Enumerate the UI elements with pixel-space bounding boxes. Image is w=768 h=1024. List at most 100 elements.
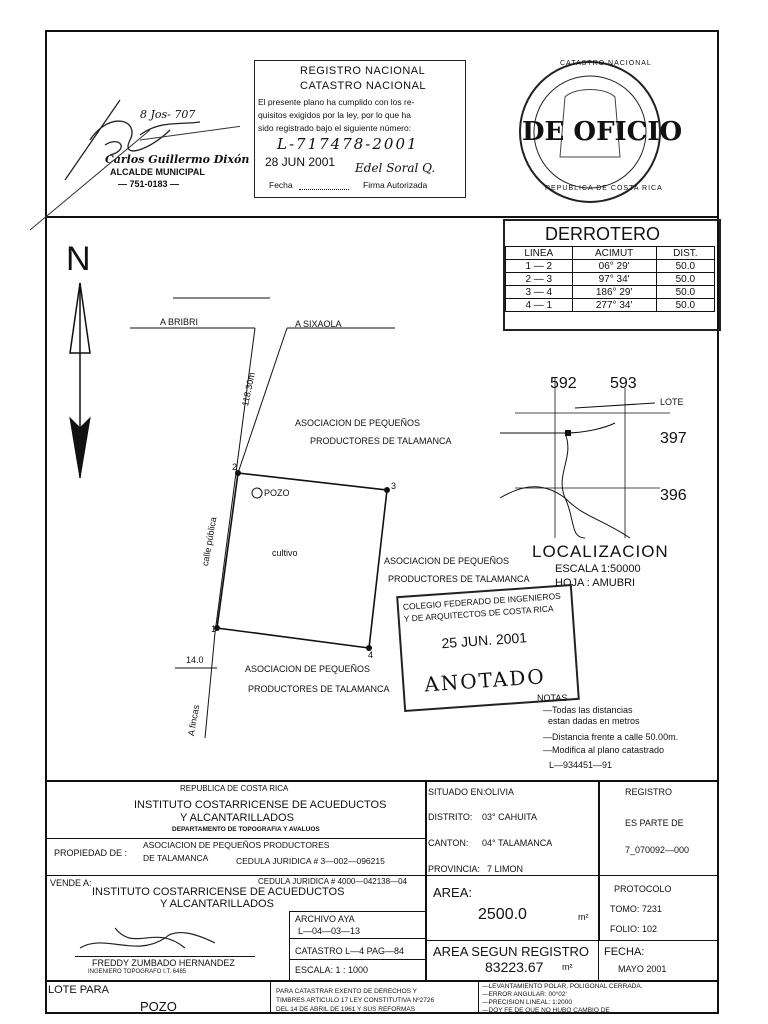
- lote-label: LOTE: [660, 397, 684, 407]
- neighbor-bottom-line2: PRODUCTORES DE TALAMANCA: [248, 684, 390, 694]
- comprador-line2: Y ALCANTARILLADOS: [160, 898, 274, 910]
- distrito-value: 03° CAHUITA: [482, 812, 537, 822]
- notes-title: NOTAS: [537, 693, 568, 703]
- derrotero-frame: [503, 219, 721, 331]
- seal-bottom-text: REPUBLICA DE COSTA RICA: [545, 185, 663, 192]
- situado-label: SITUADO EN:: [428, 787, 486, 797]
- area-registro-unit: m²: [562, 962, 573, 972]
- area-registro-value: 83223.67: [485, 959, 544, 975]
- location-sheet: HOJA : AMUBRI: [555, 577, 636, 589]
- registry-text-2: quisitos exigidos por la ley, por lo que…: [258, 110, 411, 120]
- tb-divider-v1: [425, 780, 427, 980]
- signature-scribble: 8 Jos- 707: [140, 108, 196, 121]
- mayor-phone: — 751-0183 —: [118, 179, 180, 189]
- tb-divider-h2: [45, 875, 719, 876]
- note-2: —Distancia frente a calle 50.00m.: [543, 732, 679, 742]
- protocolo-label: PROTOCOLO: [614, 884, 672, 894]
- departamento-label: DEPARTAMENTO DE TOPOGRAFIA Y AVALUOS: [172, 826, 320, 833]
- instituto-line1: INSTITUTO COSTARRICENSE DE ACUEDUCTOS: [134, 799, 387, 811]
- registry-number: L-717478-2001: [277, 135, 419, 153]
- cadastre-title: CATASTRO NACIONAL: [300, 80, 427, 92]
- row-linea: 4 — 1: [505, 298, 573, 312]
- property-plan-drawing: [69, 282, 670, 739]
- fecha-value: MAYO 2001: [618, 964, 667, 974]
- vertex-3-label: 3: [391, 481, 397, 491]
- registry-text-1: El presente plano ha cumplido con los re…: [258, 97, 415, 107]
- escala-value: ESCALA: 1 : 1000: [295, 965, 369, 975]
- registry-stamp: REGISTRO NACIONAL CATASTRO NACIONAL El p…: [254, 60, 466, 198]
- area-label: AREA:: [433, 885, 473, 900]
- catastro-ref: CATASTRO L—4 PAG—84: [295, 946, 405, 956]
- neighbor-bottom-line1: ASOCIACION DE PEQUEÑOS: [245, 664, 371, 674]
- cedula-owner: CEDULA JURIDICA # 3—002—096215: [236, 856, 385, 866]
- propiedad-label: PROPIEDAD DE :: [54, 848, 128, 858]
- firma-label: Firma Autorizada: [363, 180, 428, 190]
- tb-divider-v5: [270, 980, 271, 1014]
- neighbor-top-line2: PRODUCTORES DE TALAMANCA: [310, 436, 452, 446]
- engineer-name: FREDDY ZUMBADO HERNANDEZ: [92, 958, 235, 968]
- tb-divider-h4: [289, 938, 425, 939]
- republica-label: REPUBLICA DE COSTA RICA: [180, 784, 289, 793]
- legal-line1: PARA CATASTRAR EXENTO DE DERECHOS Y: [276, 988, 417, 995]
- tb-divider-h1: [45, 838, 425, 839]
- location-scale: ESCALA 1:50000: [555, 563, 641, 575]
- engineer-signature-line: [75, 956, 255, 957]
- note-3b: L—934451—91: [549, 760, 613, 770]
- seal-top-text: CATASTRO NACIONAL: [560, 60, 652, 67]
- tb-divider-h5: [289, 959, 425, 960]
- registry-title: REGISTRO NACIONAL: [300, 65, 426, 77]
- legal-line3: DEL 14 DE ABRIL DE 1961 Y SUS REFORMAS: [276, 1006, 416, 1013]
- grid-593: 593: [610, 375, 637, 392]
- road-bribri-label: A BRIBRI: [160, 317, 199, 327]
- area-value: 2500.0: [478, 906, 527, 923]
- lote-para-label: LOTE PARA: [48, 984, 109, 996]
- area-unit: m²: [578, 912, 589, 922]
- area-registro-label: AREA SEGUN REGISTRO: [433, 944, 590, 959]
- seal-center-text: DE OFICIO: [522, 117, 683, 147]
- neighbor-top-line1: ASOCIACION DE PEQUEÑOS: [295, 418, 421, 428]
- vertex-2-label: 2: [232, 462, 238, 472]
- registro-value: 7_070092—000: [625, 845, 690, 855]
- canton-value: 04° TALAMANCA: [482, 838, 553, 848]
- tb-divider-h6: [425, 940, 719, 941]
- title-block-divider: [45, 780, 719, 782]
- registry-date: 28 JUN 2001: [265, 155, 336, 169]
- note-1b: estan dadas en metros: [548, 716, 640, 726]
- tech-line2: —ERROR ANGULAR: 00°02': [482, 991, 567, 998]
- fecha-label: Fecha: [269, 180, 293, 190]
- vertex-1-label: 1: [211, 624, 217, 634]
- header-divider: [45, 216, 719, 218]
- fecha-dotted-line: [299, 189, 349, 190]
- folio-value: FOLIO: 102: [610, 924, 658, 934]
- mayor-role: ALCALDE MUNICIPAL: [110, 167, 205, 177]
- anotado-text: ANOTADO: [423, 664, 547, 697]
- tb-divider-v3: [289, 911, 290, 981]
- table-row: 3 — 4 186° 29' 50.0: [505, 285, 716, 299]
- provincia-label: PROVINCIA:: [428, 864, 481, 874]
- propiedad-line2: DE TALAMANCA: [143, 853, 209, 863]
- college-date: 25 JUN. 2001: [440, 629, 528, 652]
- grid-396: 396: [660, 487, 687, 504]
- seal-circle: [519, 61, 661, 203]
- margin-slash-line: [29, 125, 240, 231]
- registro-label: REGISTRO: [625, 787, 673, 797]
- pozo-label: POZO: [264, 488, 290, 498]
- situado-value: OLIVIA: [485, 787, 515, 797]
- propiedad-line1: ASOCIACION DE PEQUEÑOS PRODUCTORES: [143, 840, 330, 850]
- registry-text-3: sido registrado bajo el siguiente número…: [258, 123, 412, 133]
- registro-parte: ES PARTE DE: [625, 818, 684, 828]
- engineer-signature: [79, 927, 216, 949]
- fecha-label-tb: FECHA:: [604, 946, 645, 958]
- vertex-4-label: 4: [368, 650, 374, 660]
- tb-divider-v6: [478, 980, 479, 1014]
- neighbor-right-line2: PRODUCTORES DE TALAMANCA: [388, 574, 530, 584]
- derrotero-table: LINEA ACIMUT DIST. 1 — 2 06° 29' 50.0 2 …: [505, 246, 716, 312]
- derrotero-title: DERROTERO: [545, 224, 661, 244]
- cultivo-label: cultivo: [272, 548, 298, 558]
- cedula-buyer: CEDULA JURIDICA # 4000—042138—04: [258, 877, 407, 886]
- tech-line1: —LEVANTAMIENTO POLAR, POLIGONAL CERRADA.: [482, 983, 643, 990]
- neighbor-right-line1: ASOCIACION DE PEQUEÑOS: [384, 556, 510, 566]
- handwritten-signature: [64, 99, 201, 181]
- row-dist: 50.0: [655, 298, 716, 312]
- tech-line3: —PRECISION LINEAL: 1:2000: [482, 999, 572, 1006]
